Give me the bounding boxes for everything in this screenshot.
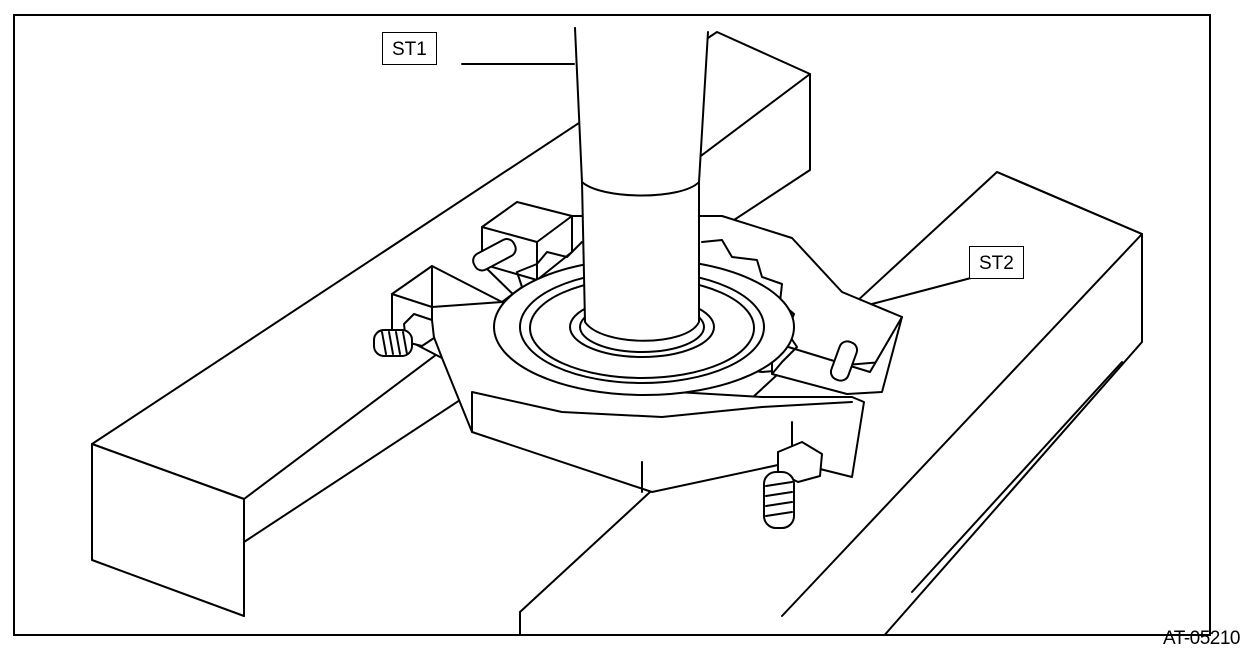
bolt-left (373, 313, 435, 357)
rod-right (829, 340, 859, 382)
figure-frame (13, 14, 1211, 636)
installer-shaft (574, 27, 709, 342)
bolt-right (763, 441, 823, 529)
rod-left (472, 238, 517, 272)
st2-leader-line (871, 277, 972, 305)
st2-label: ST2 (969, 246, 1024, 279)
st1-label: ST1 (382, 32, 437, 65)
technical-illustration (91, 27, 1143, 634)
figure-id: AT-05210 (1163, 628, 1240, 649)
